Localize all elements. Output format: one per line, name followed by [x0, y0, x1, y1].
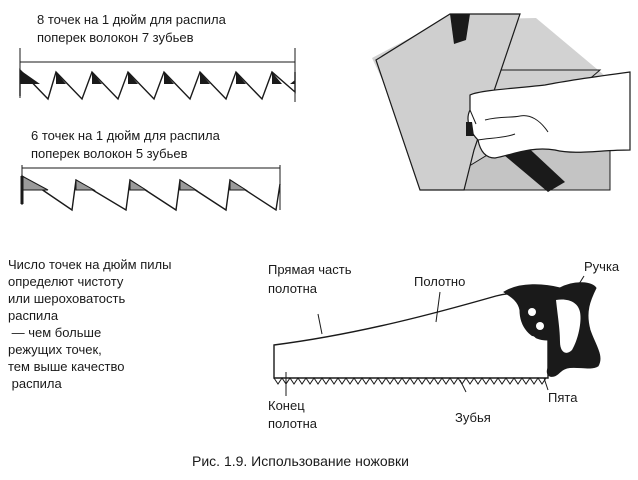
- label-straight-part-line1: Прямая часть: [268, 262, 352, 277]
- figure-caption: Рис. 1.9. Использование ножовки: [192, 453, 409, 469]
- label-blade: Полотно: [414, 274, 466, 289]
- label-tip-line2: полотна: [268, 416, 318, 431]
- teeth-6-label-line1: 6 точек на 1 дюйм для распила: [31, 128, 220, 143]
- teeth-diagram-6: [20, 165, 281, 212]
- teeth-8-label-line1: 8 точек на 1 дюйм для распила: [37, 12, 226, 27]
- teeth-8-label-line2: поперек волокон 7 зубьев: [37, 30, 194, 45]
- note-line: — чем больше: [8, 325, 102, 340]
- label-handle: Ручка: [584, 259, 620, 274]
- points-per-inch-note: Число точек на дюйм пилы определют чисто…: [8, 256, 171, 392]
- note-line: распила: [8, 308, 59, 323]
- note-line: или шероховатость: [8, 291, 126, 306]
- label-tip-line1: Конец: [268, 398, 305, 413]
- teeth-6-label-line2: поперек волокон 5 зубьев: [31, 146, 188, 161]
- label-teeth: Зубья: [455, 410, 491, 425]
- note-line: распила: [8, 376, 62, 391]
- teeth-diagram-8: [19, 48, 296, 102]
- note-line: тем выше качество: [8, 359, 125, 374]
- note-line: определют чистоту: [8, 274, 124, 289]
- label-heel: Пята: [548, 390, 578, 405]
- hand-sawing-illustration: [372, 13, 631, 192]
- note-line: Число точек на дюйм пилы: [8, 257, 172, 272]
- label-straight-part-line2: полотна: [268, 281, 318, 296]
- handsaw-diagram: [273, 275, 601, 396]
- note-line: режущих точек,: [8, 342, 102, 357]
